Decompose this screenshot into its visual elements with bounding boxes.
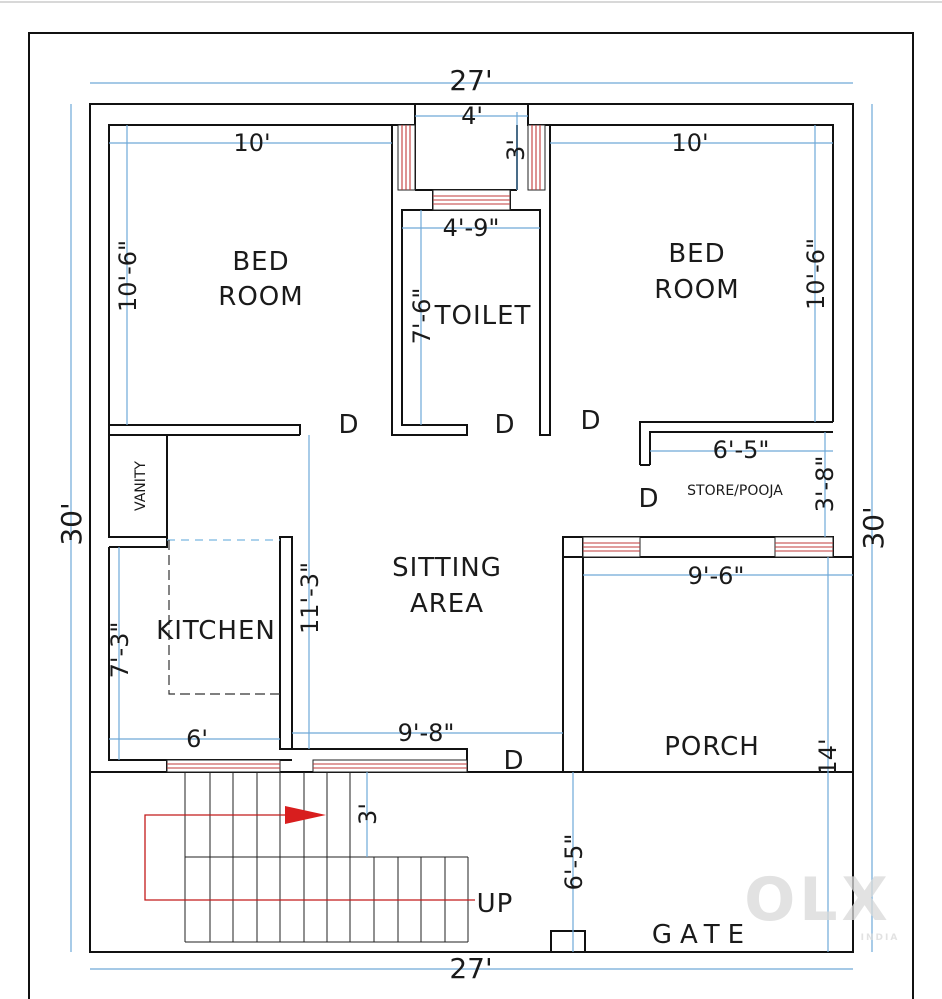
bedroom-left-label-line1: BED xyxy=(232,247,289,277)
dim-sitting-depth: 11'-3" xyxy=(296,562,324,634)
store-label: STORE/POOJA xyxy=(687,483,783,499)
dim-passage-depth: 3' xyxy=(502,139,530,161)
dim-toilet-depth: 7'-6" xyxy=(408,288,436,345)
dim-store-width: 6'-5" xyxy=(713,436,770,464)
sitting-label-line1: SITTING xyxy=(392,553,502,583)
windows xyxy=(166,124,834,773)
bedroom-right-label-line1: BED xyxy=(668,239,725,269)
olx-subtext: INDIA xyxy=(861,933,900,943)
dim-overall-width-top: 27' xyxy=(449,64,492,97)
olx-logo: OLX xyxy=(744,865,892,935)
dim-overall-width-bottom: 27' xyxy=(449,952,492,985)
stairs-up-label: UP xyxy=(477,889,514,919)
door-toilet: D xyxy=(494,410,515,440)
dim-toilet-width: 4'-9" xyxy=(443,214,500,242)
dim-kitchen-depth: 7'-3" xyxy=(106,622,134,679)
dim-store-depth: 3'-8" xyxy=(811,456,839,513)
dim-overall-depth-left: 30' xyxy=(55,502,88,545)
dim-bedroom-right-depth: 10'-6" xyxy=(802,238,830,310)
stair-arrow-icon xyxy=(285,806,326,824)
dim-porch-depth: 14' xyxy=(814,738,842,775)
porch-label: PORCH xyxy=(664,732,760,762)
door-markers: D D D D D xyxy=(338,406,659,776)
bedroom-right-label-line2: ROOM xyxy=(654,275,739,305)
room-labels: BED ROOM BED ROOM TOILET VANITY STORE/PO… xyxy=(133,239,783,950)
sitting-label-line2: AREA xyxy=(410,589,484,619)
dim-bedroom-left-width: 10' xyxy=(233,129,270,157)
dimension-lines xyxy=(70,82,873,970)
gate-label: GATE xyxy=(652,920,752,950)
kitchen-label: KITCHEN xyxy=(156,616,276,646)
door-bedroom-left: D xyxy=(338,410,359,440)
dim-sitting-width: 9'-8" xyxy=(398,719,455,747)
vanity-label: VANITY xyxy=(133,461,149,511)
dim-front-gap: 6'-5" xyxy=(560,834,588,891)
dim-passage-width: 4' xyxy=(461,102,483,130)
dim-bedroom-right-width: 10' xyxy=(671,129,708,157)
interior-walls xyxy=(108,125,853,953)
toilet-label: TOILET xyxy=(434,301,532,331)
dim-stair-gap: 3' xyxy=(354,803,382,825)
staircase xyxy=(144,772,475,943)
bedroom-left-label-line2: ROOM xyxy=(218,282,303,312)
door-bedroom-right: D xyxy=(580,406,601,436)
dim-bedroom-left-depth: 10'-6" xyxy=(114,240,142,312)
dimension-labels: 27' 27' 30' 30' 4' 3' 10' 10' 10'-6" 10'… xyxy=(55,64,890,985)
kitchen-counter xyxy=(167,539,280,695)
dim-kitchen-width: 6' xyxy=(186,725,208,753)
door-entrance: D xyxy=(503,746,524,776)
olx-watermark: OLX INDIA xyxy=(744,865,900,943)
dim-overall-depth-right: 30' xyxy=(857,506,890,549)
dim-porch-width: 9'-6" xyxy=(688,562,745,590)
door-store: D xyxy=(638,484,659,514)
